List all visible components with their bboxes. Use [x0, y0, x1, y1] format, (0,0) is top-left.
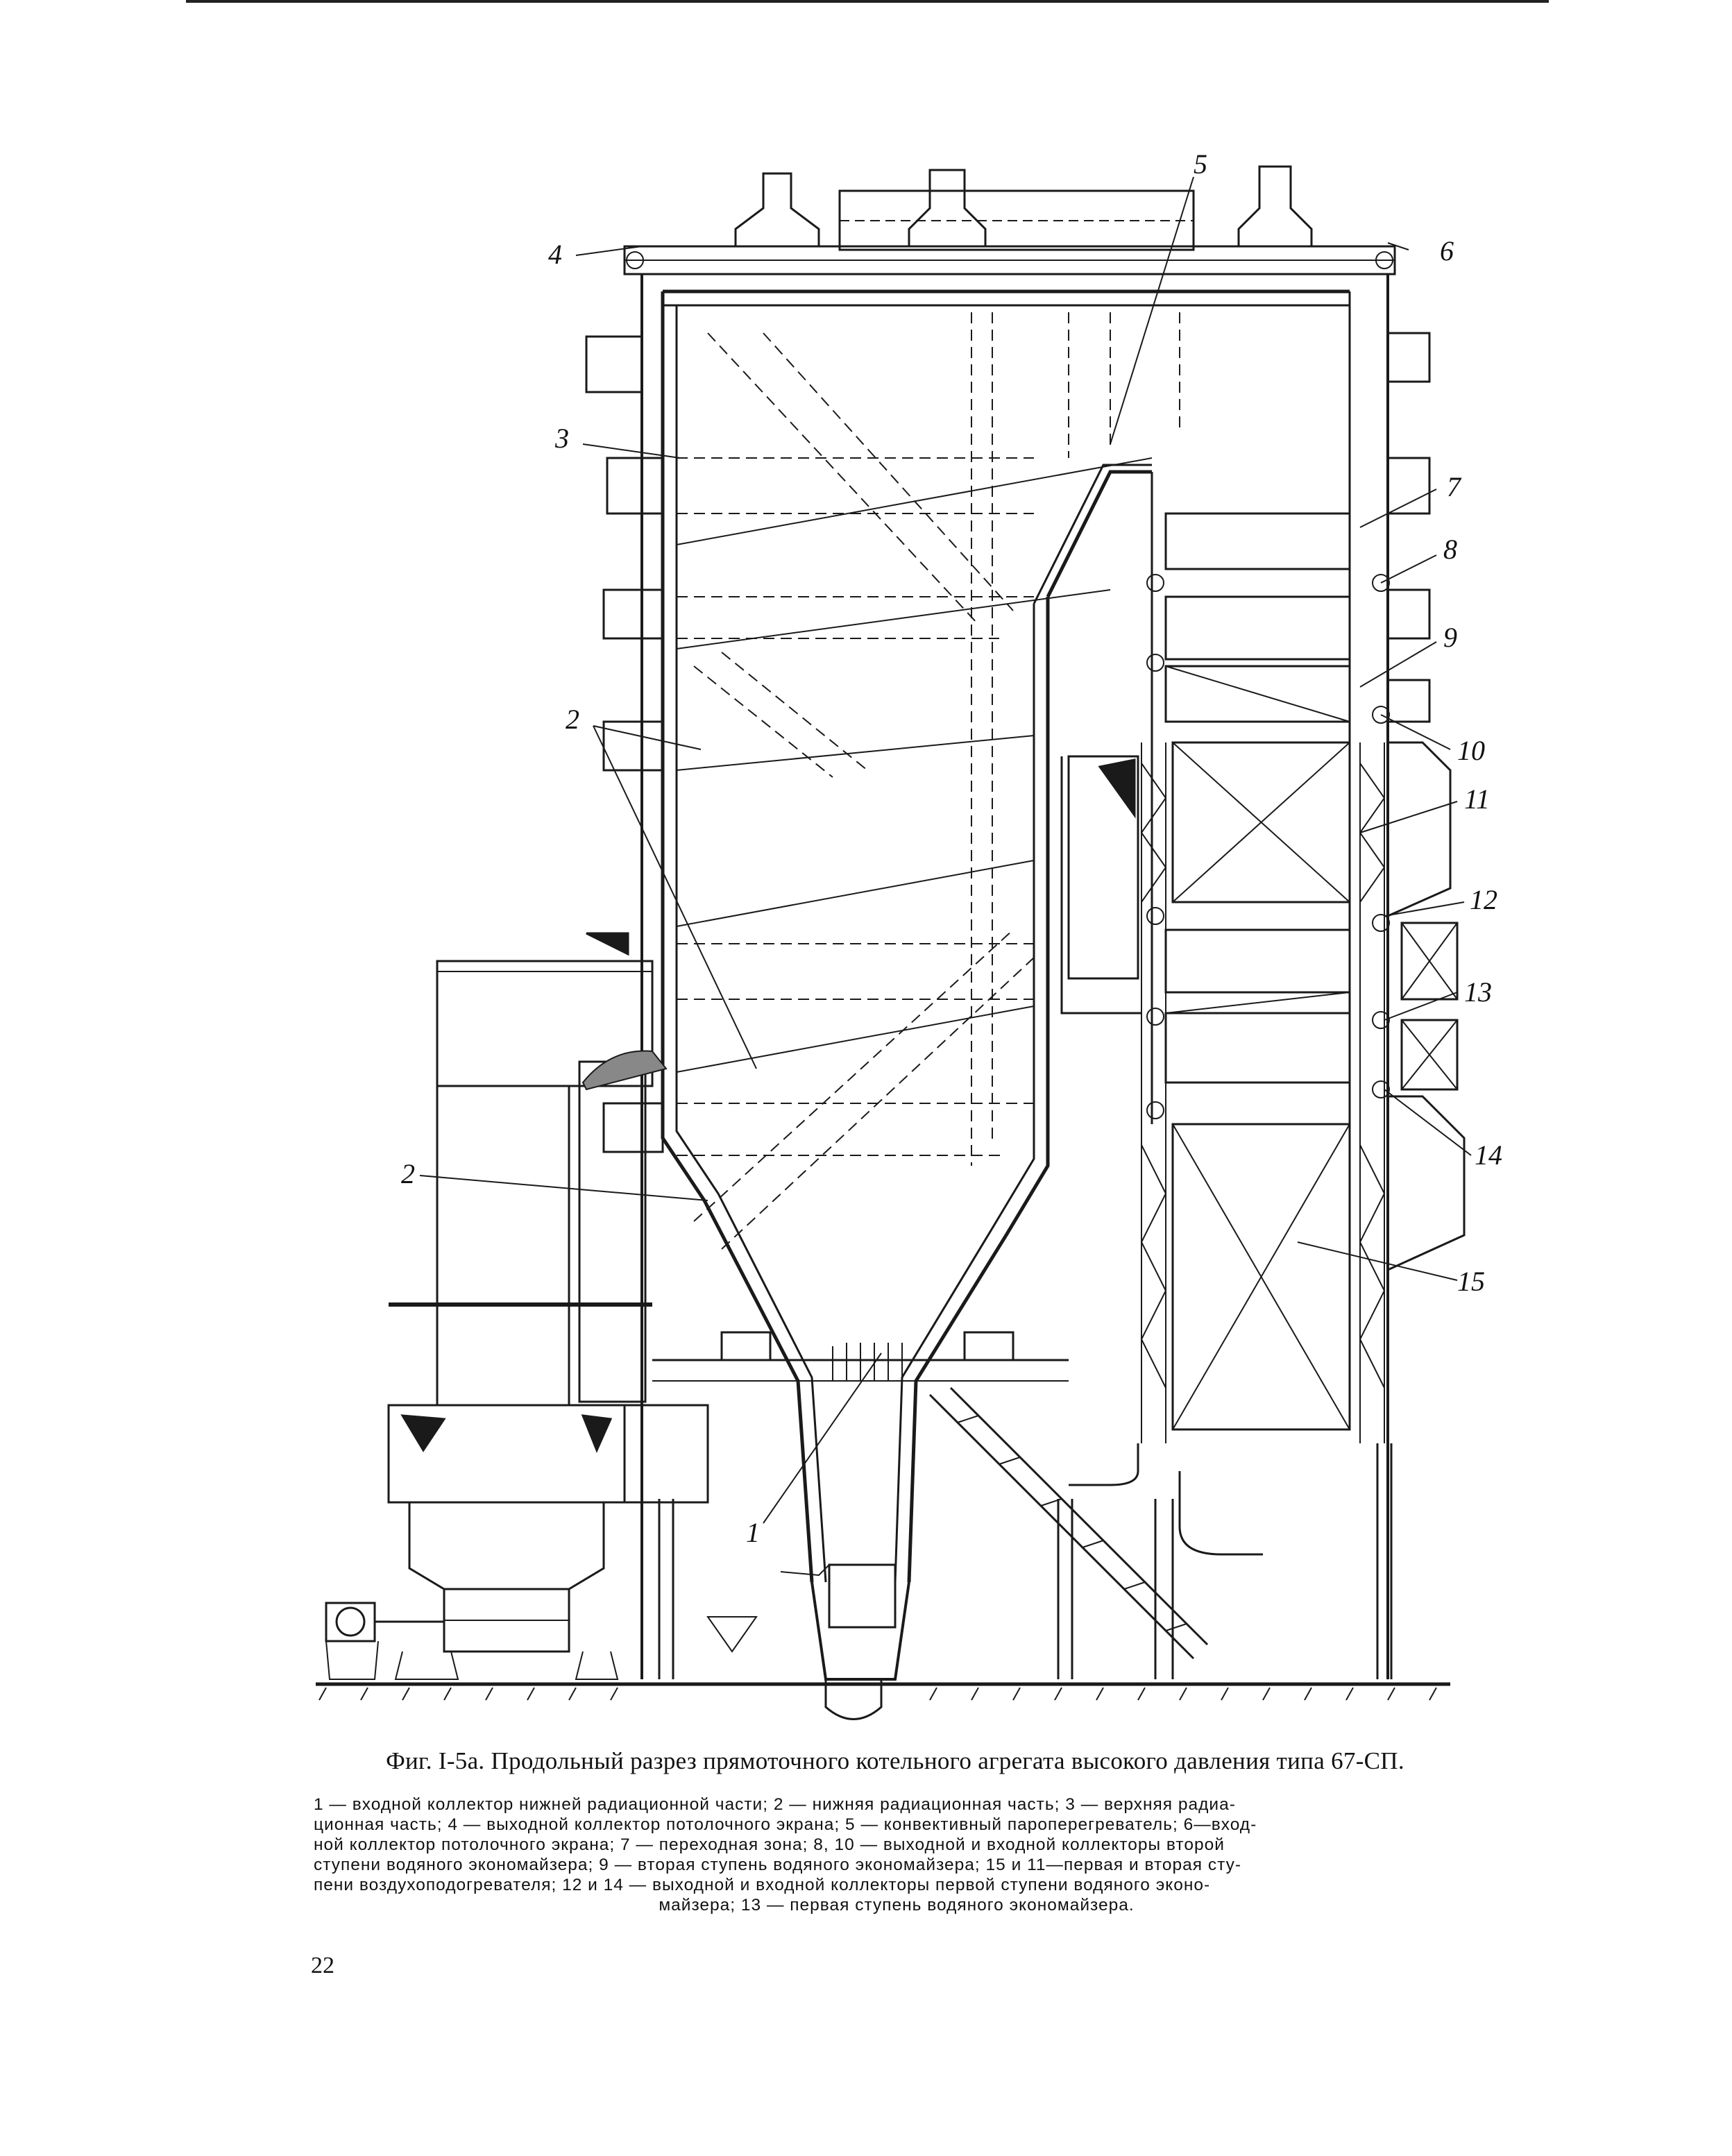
right-box-13 [1400, 1019, 1459, 1091]
stack-middle [908, 169, 987, 248]
economizer-1 [1164, 1012, 1351, 1084]
transition-zone [1046, 470, 1152, 598]
callout-10: 10 [1457, 735, 1485, 766]
ground-hatching [319, 1687, 1437, 1701]
slag-pit [824, 1679, 883, 1720]
furnace-left-wall [661, 291, 814, 1583]
legend-line: ной коллектор потолочного экрана; 7 — пе… [314, 1835, 1225, 1854]
flow-arrow-mid [1098, 758, 1136, 819]
economizer-1-top [1164, 928, 1351, 994]
air-heater-stage2 [1171, 741, 1351, 903]
furnace-right-wall [907, 597, 1050, 1583]
legend-line: пени воздухоподогревателя; 12 и 14 — вых… [314, 1876, 1211, 1894]
support-columns [658, 1443, 1393, 1679]
mill-cone [408, 1502, 605, 1590]
bottom-pipe [1178, 1471, 1263, 1556]
ash-hopper [810, 1581, 910, 1681]
right-frame-lower [1387, 1095, 1466, 1271]
stairway [928, 1393, 1195, 1660]
stack-right [1237, 165, 1313, 248]
callout-1: 1 [746, 1517, 760, 1548]
legend-line: ционная часть; 4 — выходной коллектор по… [314, 1815, 1257, 1834]
right-box-12 [1400, 922, 1459, 1001]
callout-13: 13 [1464, 976, 1492, 1008]
figure-legend: 1 — входной коллектор нижней радиационно… [314, 1794, 1479, 1915]
collector-circles [626, 251, 1393, 1119]
callout-5: 5 [1194, 148, 1207, 180]
callout-2-upper: 2 [566, 704, 579, 735]
callout-12: 12 [1470, 884, 1497, 915]
furnace-slope-lines [676, 457, 1153, 1073]
boiler-section-drawing: 5 4 6 3 7 8 9 10 11 12 13 14 15 2 2 1 [316, 148, 1502, 1720]
callout-14: 14 [1475, 1139, 1502, 1171]
right-frame-upper [1387, 741, 1452, 917]
top-rule [186, 0, 1549, 3]
legend-line: ступени водяного экономайзера; 9 — втора… [314, 1856, 1241, 1874]
flue-duct [1060, 756, 1141, 1015]
internal-dashed [677, 312, 1180, 1250]
truss-left [1140, 742, 1167, 1443]
mill-top-hatch [581, 1050, 668, 1091]
callout-4: 4 [548, 239, 562, 270]
stack-left [734, 172, 820, 248]
burner-beams-right [1386, 332, 1431, 723]
cone-symbol [706, 1616, 758, 1653]
callout-8: 8 [1443, 534, 1457, 565]
page-number: 22 [311, 1953, 334, 1978]
burner-beams-left [585, 335, 664, 1153]
callout-7: 7 [1447, 471, 1462, 502]
legend-line: 1 — входной коллектор нижней радиационно… [314, 1795, 1236, 1814]
callout-11: 11 [1464, 783, 1490, 815]
hopper-box [828, 1563, 897, 1629]
callout-15: 15 [1457, 1266, 1485, 1297]
economizer-2-top [1164, 512, 1351, 570]
tube-bundle [832, 1343, 903, 1381]
legend-line: майзера; 13 — первая ступень водяного эк… [659, 1896, 1135, 1915]
callout-leaders [419, 176, 1472, 1524]
flow-arrow-left [586, 932, 629, 956]
callout-9: 9 [1443, 622, 1457, 653]
mill-body [436, 1085, 570, 1407]
economizer-2 [1164, 595, 1351, 661]
truss-right [1359, 742, 1386, 1443]
callout-6: 6 [1440, 235, 1454, 266]
figure-caption: Фиг. I-5а. Продольный разрез прямоточног… [386, 1747, 1404, 1774]
callout-2-lower: 2 [401, 1158, 415, 1189]
air-heater-stage1 [1171, 1123, 1351, 1431]
callout-3: 3 [554, 423, 569, 454]
